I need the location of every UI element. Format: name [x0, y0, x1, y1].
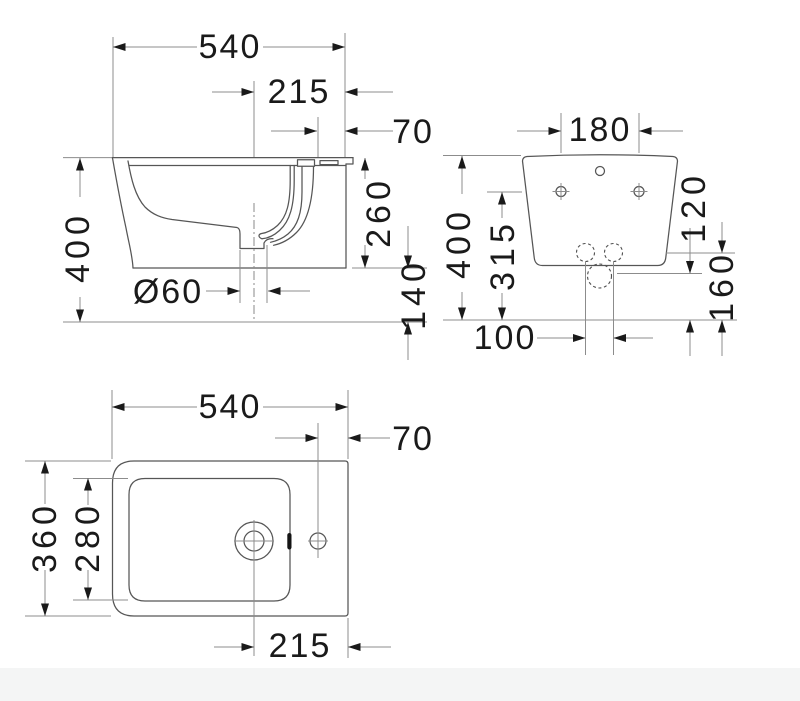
arrowhead-icon	[268, 287, 281, 295]
fixing-hole-right	[630, 183, 648, 200]
dim-label: 315	[484, 219, 522, 291]
side-section-view: 540 215 70 400	[59, 28, 434, 360]
dim-label: 180	[569, 111, 632, 149]
rim-back-step	[345, 156, 354, 165]
arrowhead-icon	[361, 255, 369, 268]
front-view: 180 400 315 120	[440, 111, 741, 357]
arrowhead-icon	[305, 434, 318, 442]
tap-hole-section	[319, 159, 339, 166]
arrowhead-icon	[686, 261, 694, 274]
arrowhead-icon	[345, 127, 358, 135]
front-dim-hole-spacing: 180	[517, 111, 683, 149]
front-dim-supply-height: 160	[703, 222, 741, 356]
side-dim-drain-offset: 215	[212, 73, 393, 111]
arrowhead-icon	[227, 287, 240, 295]
bidet-side-profile	[111, 156, 354, 322]
plan-dim-bowl-depth: 280	[69, 478, 107, 600]
side-dim-overall-width: 540	[113, 28, 345, 66]
front-outer-edge	[111, 157, 134, 269]
dim-label: Ø60	[133, 273, 203, 311]
dim-label: 140	[395, 258, 433, 330]
arrowhead-icon	[112, 403, 125, 411]
plan-dim-overall-depth: 360	[26, 461, 64, 616]
front-dim-drain-height: 120	[675, 171, 713, 356]
arrowhead-icon	[304, 127, 317, 135]
front-dim-overall-height: 400	[440, 156, 478, 320]
arrowhead-icon	[639, 127, 652, 135]
overflow-hole	[594, 165, 606, 177]
arrowhead-icon	[345, 88, 358, 96]
fixing-hole-left	[552, 183, 570, 200]
arrowhead-icon	[84, 587, 92, 600]
front-dim-supply-spacing: 100	[474, 319, 653, 357]
dim-label: 540	[199, 28, 262, 66]
supply-connection-right	[603, 242, 624, 263]
bidet-front-outline	[521, 154, 679, 289]
arrowhead-icon	[41, 603, 49, 616]
footer-band	[0, 668, 800, 701]
dim-label: 360	[26, 501, 64, 573]
bowl-back-wall	[269, 165, 303, 243]
water-channel-foot	[258, 232, 263, 240]
arrowhead-icon	[332, 43, 345, 51]
front-body-outline	[521, 154, 679, 267]
arrowhead-icon	[41, 461, 49, 474]
water-channel-outer	[261, 164, 295, 240]
overflow-notch	[296, 159, 316, 167]
side-dim-tap-offset: 70	[271, 113, 434, 151]
dim-label: 70	[392, 113, 434, 151]
water-channel-inner	[260, 164, 291, 235]
dim-label: 100	[474, 319, 537, 357]
dim-label: 280	[69, 501, 107, 573]
dim-label: 215	[268, 73, 331, 111]
arrowhead-icon	[498, 192, 506, 205]
arrowhead-icon	[76, 309, 84, 322]
plan-body-outline	[111, 460, 349, 617]
arrowhead-icon	[113, 43, 126, 51]
plan-view: 540 70 360 280	[25, 388, 434, 665]
plan-bowl-outline	[128, 477, 291, 602]
dim-label: 70	[392, 420, 434, 458]
arrowhead-icon	[573, 334, 586, 342]
dim-label: 215	[269, 627, 332, 665]
side-dim-overall-height: 400	[59, 158, 97, 322]
dim-label: 260	[360, 176, 398, 248]
dim-label: 400	[440, 207, 478, 279]
arrowhead-icon	[335, 403, 348, 411]
side-dim-drain-diameter: Ø60	[133, 273, 310, 311]
arrowhead-icon	[241, 88, 254, 96]
drain-connection	[586, 263, 613, 289]
bidet-plan-outline	[111, 460, 349, 617]
front-dim-fixing-height: 315	[484, 192, 522, 320]
side-dim-outlet-drop: 140	[395, 226, 433, 360]
dim-label: 540	[199, 388, 262, 426]
arrowhead-icon	[241, 643, 254, 651]
arrowhead-icon	[458, 156, 466, 169]
drain-hole	[234, 520, 274, 562]
arrowhead-icon	[361, 158, 369, 171]
arrowhead-icon	[458, 307, 466, 320]
plan-dim-overall-width: 540	[112, 388, 348, 426]
arrowhead-icon	[348, 643, 361, 651]
arrowhead-icon	[686, 320, 694, 333]
dim-label: 120	[675, 171, 713, 243]
arrowhead-icon	[613, 334, 626, 342]
dim-label: 400	[59, 211, 97, 283]
plan-dim-drain-offset: 215	[214, 627, 391, 665]
supply-connection-left	[575, 242, 596, 263]
arrowhead-icon	[84, 478, 92, 491]
bowl-inner-edge-and-trap	[127, 160, 274, 250]
bowl-back-wall-outer	[272, 165, 315, 246]
plan-dim-tap-offset: 70	[275, 420, 434, 458]
arrowhead-icon	[548, 127, 561, 135]
water-inlet-marker	[287, 533, 292, 550]
dim-label: 160	[703, 250, 741, 322]
arrowhead-icon	[76, 158, 84, 171]
side-dim-body-height: 260	[360, 158, 398, 268]
arrowhead-icon	[348, 434, 361, 442]
